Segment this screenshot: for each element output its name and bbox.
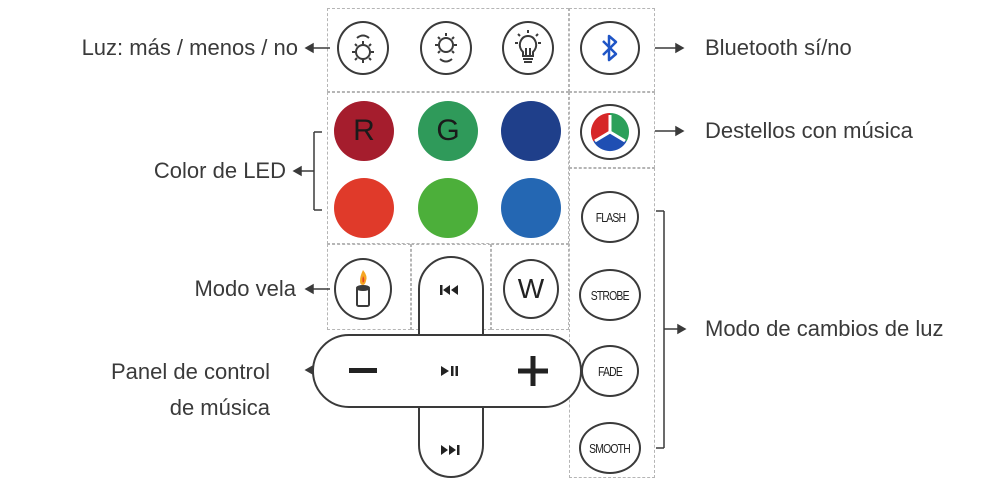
- green-light-button[interactable]: [418, 178, 478, 238]
- next-icon: [441, 445, 460, 455]
- light-off-icon: [515, 30, 541, 63]
- label-music-panel-2: de música: [169, 395, 270, 420]
- volume-up-button[interactable]: [510, 352, 556, 390]
- white-button[interactable]: W: [503, 259, 559, 319]
- fade-mode-label: FADE: [598, 363, 623, 379]
- red-button[interactable]: R: [334, 101, 394, 161]
- candle-button[interactable]: [334, 258, 392, 320]
- red-light-button[interactable]: [334, 178, 394, 238]
- strobe-mode-button[interactable]: STROBE: [579, 269, 641, 321]
- light-plus-button[interactable]: [337, 21, 389, 75]
- volume-down-button[interactable]: [340, 352, 386, 390]
- label-bluetooth: Bluetooth sí/no: [705, 35, 852, 60]
- light-plus-icon: [352, 34, 374, 63]
- next-button[interactable]: [430, 435, 470, 465]
- light-minus-button[interactable]: [420, 21, 472, 75]
- previous-button[interactable]: [430, 275, 470, 305]
- flash-mode-button[interactable]: FLASH: [581, 191, 639, 243]
- blue-button[interactable]: [501, 101, 561, 161]
- bluetooth-button[interactable]: [580, 21, 640, 75]
- white-button-label: W: [517, 273, 545, 304]
- green-button-label: G: [436, 114, 460, 147]
- music-flash-button[interactable]: [580, 104, 640, 160]
- music-flash-icon: [590, 112, 630, 152]
- light-minus-icon: [435, 33, 457, 63]
- label-candle-mode: Modo vela: [194, 276, 296, 301]
- label-light-modes: Modo de cambios de luz: [705, 316, 944, 341]
- plus-icon: [518, 356, 548, 386]
- label-led-color: Color de LED: [153, 158, 286, 183]
- fade-mode-button[interactable]: FADE: [581, 345, 639, 397]
- play-pause-button[interactable]: [430, 356, 470, 386]
- red-button-label: R: [353, 114, 375, 147]
- previous-icon: [440, 285, 458, 295]
- label-music-panel-1: Panel de control: [111, 359, 270, 384]
- label-music-flash: Destellos con música: [705, 118, 913, 143]
- flash-mode-label: FLASH: [595, 209, 625, 225]
- bluetooth-icon: [602, 34, 618, 62]
- smooth-mode-label: SMOOTH: [589, 440, 632, 456]
- smooth-mode-button[interactable]: SMOOTH: [579, 422, 641, 474]
- play-pause-icon: [441, 366, 458, 376]
- light-off-button[interactable]: [502, 21, 554, 75]
- candle-icon: [356, 270, 370, 307]
- minus-icon: [349, 368, 377, 373]
- label-light: Luz: más / menos / no: [81, 35, 298, 60]
- green-button[interactable]: G: [418, 101, 478, 161]
- strobe-mode-label: STROBE: [591, 287, 630, 303]
- blue-light-button[interactable]: [501, 178, 561, 238]
